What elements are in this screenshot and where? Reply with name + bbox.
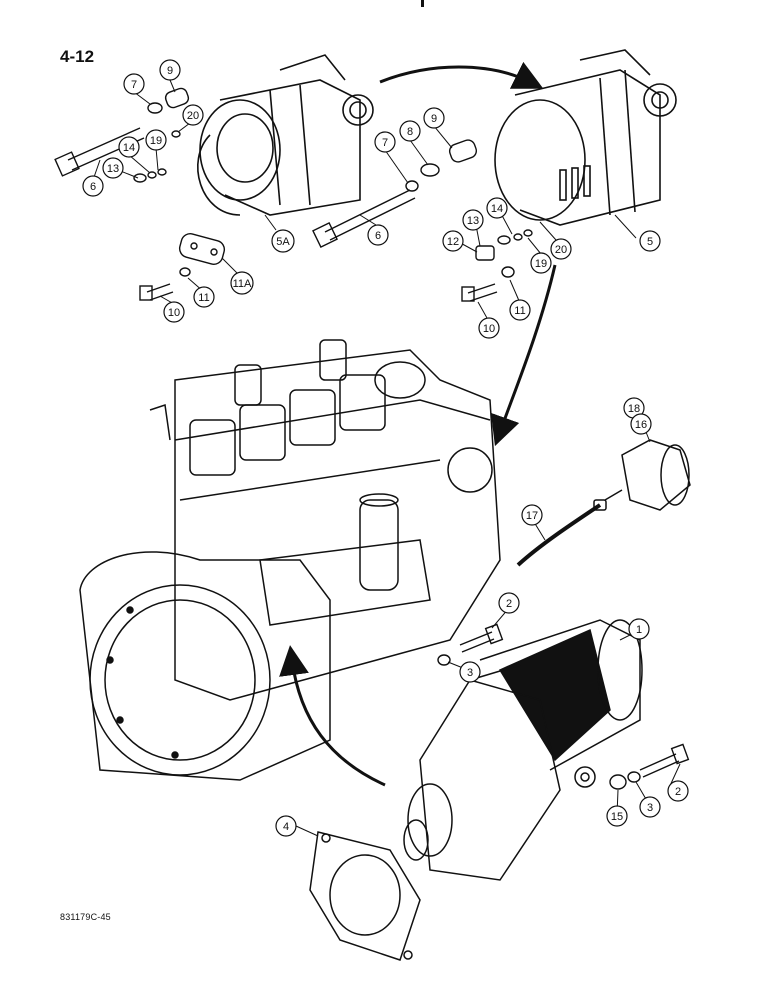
svg-text:20: 20 bbox=[187, 110, 199, 122]
callout-12: 12 bbox=[442, 230, 464, 252]
callout-19-mid: 19 bbox=[530, 252, 552, 274]
washers-and-spacers bbox=[133, 87, 533, 278]
callout-13-left: 13 bbox=[102, 157, 124, 179]
callout-8: 8 bbox=[399, 120, 421, 142]
callout-7-left: 7 bbox=[123, 73, 145, 95]
svg-text:14: 14 bbox=[491, 203, 503, 215]
callout-14-mid: 14 bbox=[486, 197, 508, 219]
callout-4: 4 bbox=[275, 815, 297, 837]
callout-5: 5 bbox=[639, 230, 661, 252]
callout-16: 16 bbox=[630, 413, 652, 435]
callout-11a: 11A bbox=[230, 271, 254, 295]
callout-6-mid: 6 bbox=[367, 224, 389, 246]
svg-text:1: 1 bbox=[636, 624, 642, 636]
callout-10-left: 10 bbox=[163, 301, 185, 323]
callout-5a: 5A bbox=[271, 229, 295, 253]
callout-19-left: 19 bbox=[145, 129, 167, 151]
top-mark bbox=[421, 0, 424, 7]
svg-text:14: 14 bbox=[123, 142, 135, 154]
callout-11-mid: 11 bbox=[509, 299, 531, 321]
svg-text:13: 13 bbox=[107, 163, 119, 175]
svg-text:5A: 5A bbox=[276, 236, 290, 248]
assembly-arrows bbox=[279, 61, 557, 787]
callout-9-mid: 9 bbox=[423, 107, 445, 129]
callout-10-mid: 10 bbox=[478, 317, 500, 339]
callout-11-left: 11 bbox=[193, 286, 215, 308]
callouts: 7 9 20 19 14 13 6 5A 6 7 8 9 13 14 12 19… bbox=[82, 59, 689, 837]
callout-1: 1 bbox=[628, 618, 650, 640]
svg-text:8: 8 bbox=[407, 126, 413, 138]
sensor-16-and-wire-17 bbox=[516, 439, 691, 567]
callout-3-top: 3 bbox=[459, 661, 481, 683]
svg-text:3: 3 bbox=[467, 667, 473, 679]
callout-20-mid: 20 bbox=[550, 238, 572, 260]
svg-text:19: 19 bbox=[535, 258, 547, 270]
svg-text:2: 2 bbox=[506, 598, 512, 610]
starter-fasteners bbox=[437, 623, 690, 790]
engine-block bbox=[79, 339, 501, 781]
svg-text:11: 11 bbox=[514, 305, 525, 317]
svg-text:7: 7 bbox=[382, 137, 388, 149]
svg-text:10: 10 bbox=[168, 307, 180, 319]
svg-text:11A: 11A bbox=[233, 278, 252, 290]
svg-text:9: 9 bbox=[167, 65, 173, 77]
svg-text:6: 6 bbox=[90, 181, 96, 193]
bracket-11a bbox=[178, 233, 226, 265]
svg-text:5: 5 bbox=[647, 236, 653, 248]
callout-13-mid: 13 bbox=[462, 209, 484, 231]
svg-text:2: 2 bbox=[675, 786, 681, 798]
callout-7-mid: 7 bbox=[374, 131, 396, 153]
svg-text:19: 19 bbox=[150, 135, 162, 147]
svg-text:9: 9 bbox=[431, 113, 437, 125]
starter-motor-1 bbox=[403, 619, 643, 881]
svg-text:17: 17 bbox=[526, 510, 538, 522]
svg-text:20: 20 bbox=[555, 244, 567, 256]
bolts bbox=[54, 127, 498, 302]
callout-20-left: 20 bbox=[182, 104, 204, 126]
svg-text:10: 10 bbox=[483, 323, 495, 335]
svg-text:13: 13 bbox=[467, 215, 479, 227]
svg-text:4: 4 bbox=[283, 821, 289, 833]
svg-text:18: 18 bbox=[628, 403, 640, 415]
callout-9-left: 9 bbox=[159, 59, 181, 81]
callout-2-top: 2 bbox=[498, 592, 520, 614]
callout-18: 18 bbox=[623, 397, 645, 419]
callout-15: 15 bbox=[606, 805, 628, 827]
callout-14-left: 14 bbox=[118, 136, 140, 158]
page-number: 4-12 bbox=[60, 47, 95, 66]
svg-text:12: 12 bbox=[447, 236, 459, 248]
callout-3-bottom: 3 bbox=[639, 796, 661, 818]
svg-text:16: 16 bbox=[635, 419, 647, 431]
svg-text:3: 3 bbox=[647, 802, 653, 814]
alternator-5 bbox=[494, 49, 677, 226]
svg-text:15: 15 bbox=[611, 811, 623, 823]
svg-text:7: 7 bbox=[131, 79, 137, 91]
svg-text:11: 11 bbox=[198, 292, 209, 304]
callout-6-left: 6 bbox=[82, 175, 104, 197]
callout-2-bottom: 2 bbox=[667, 780, 689, 802]
svg-text:6: 6 bbox=[375, 230, 381, 242]
alternator-5a bbox=[196, 54, 374, 216]
gasket-4 bbox=[309, 831, 421, 961]
callout-17: 17 bbox=[521, 504, 543, 526]
drawing-code: 831179C-45 bbox=[60, 912, 111, 922]
